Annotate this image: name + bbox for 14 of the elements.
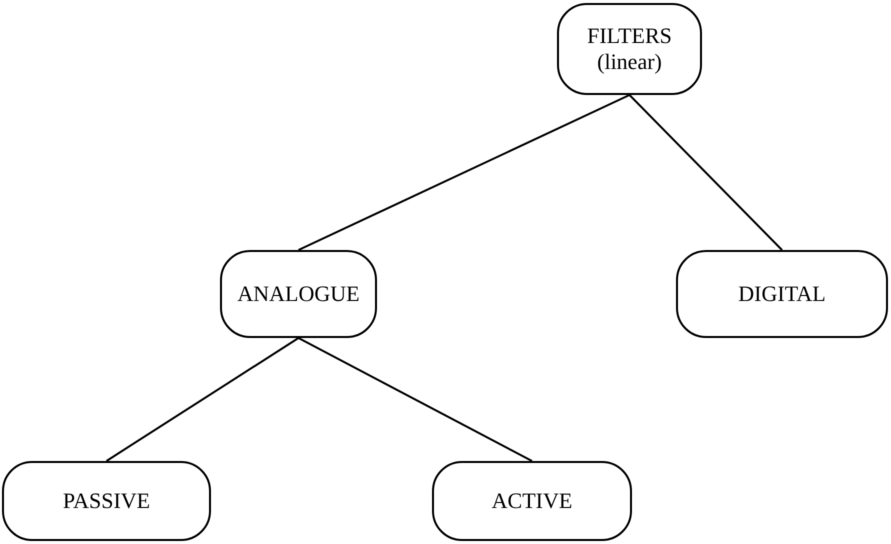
- node-label: PASSIVE: [62, 488, 150, 514]
- connector-line: [298, 94, 630, 251]
- rounded-box: [676, 250, 888, 338]
- node-label: FILTERS (linear): [586, 23, 673, 75]
- connector-line: [628, 94, 783, 251]
- connector-line: [106, 337, 300, 462]
- rounded-box: [2, 461, 211, 541]
- node-label: ACTIVE: [492, 488, 572, 514]
- connector-line: [298, 337, 532, 462]
- node-label: DIGITAL: [738, 281, 826, 307]
- node-label: ANALOGUE: [237, 281, 360, 307]
- rounded-box: [557, 3, 702, 95]
- rounded-box: [220, 250, 377, 338]
- rounded-box: [432, 461, 632, 541]
